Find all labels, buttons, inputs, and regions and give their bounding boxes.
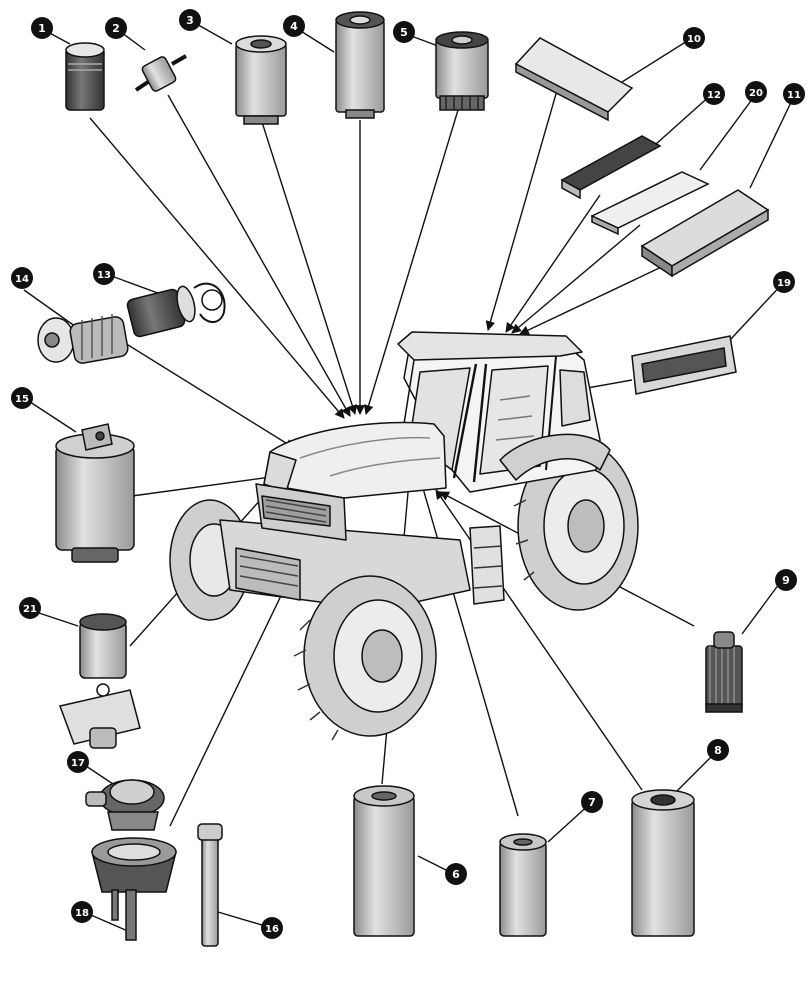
part-3-filter bbox=[235, 35, 287, 125]
callout-8: 8 bbox=[707, 739, 729, 761]
hood bbox=[263, 421, 447, 499]
callout-label: 6 bbox=[452, 868, 460, 881]
callout-14: 14 bbox=[11, 267, 33, 289]
part-18-housing bbox=[91, 837, 177, 941]
part-16-tube bbox=[197, 823, 223, 947]
callout-16: 16 bbox=[261, 917, 283, 939]
callout-label: 17 bbox=[71, 758, 85, 769]
leader-2 bbox=[167, 94, 351, 417]
callout-label: 10 bbox=[687, 34, 701, 45]
part-19-panel-filter bbox=[631, 335, 737, 395]
leader-3 bbox=[261, 121, 357, 415]
callout-11: 11 bbox=[783, 83, 805, 105]
part-21-canister bbox=[59, 613, 141, 749]
callout-label: 15 bbox=[15, 394, 29, 405]
callout-18: 18 bbox=[71, 901, 93, 923]
leader-10 bbox=[485, 79, 561, 331]
callout-2: 2 bbox=[105, 17, 127, 39]
part-8-filter bbox=[631, 789, 695, 937]
callout-1: 1 bbox=[31, 17, 53, 39]
rear-fender bbox=[499, 433, 611, 481]
part-2-inline-filter bbox=[134, 54, 187, 92]
callout-12: 12 bbox=[703, 83, 725, 105]
callout-6: 6 bbox=[445, 863, 467, 885]
callout-17: 17 bbox=[67, 751, 89, 773]
leader-14 bbox=[119, 339, 295, 449]
leader-5 bbox=[363, 109, 459, 415]
part-12-cabin-filter bbox=[560, 135, 662, 200]
callout-label: 1 bbox=[38, 22, 46, 35]
callout-label: 7 bbox=[588, 796, 596, 809]
callout-10: 10 bbox=[683, 27, 705, 49]
callout-label: 12 bbox=[707, 90, 721, 101]
callout-label: 4 bbox=[290, 20, 298, 33]
callout-label: 13 bbox=[97, 270, 111, 281]
part-10-panel-filter bbox=[514, 37, 634, 122]
leader-11 bbox=[519, 261, 673, 335]
callout-label: 3 bbox=[186, 14, 194, 27]
cab-steps bbox=[469, 525, 505, 605]
callout-5: 5 bbox=[393, 21, 415, 43]
callout-3: 3 bbox=[179, 9, 201, 31]
part-1-filter bbox=[65, 42, 105, 111]
part-17-cap bbox=[85, 779, 165, 831]
callout-label: 5 bbox=[400, 26, 408, 39]
tractor bbox=[169, 331, 639, 741]
callout-label: 8 bbox=[714, 744, 722, 757]
leader-20 bbox=[511, 224, 641, 334]
callout-label: 21 bbox=[23, 604, 37, 615]
callout-15: 15 bbox=[11, 387, 33, 409]
callout-label: 11 bbox=[787, 90, 801, 101]
leader-7 bbox=[417, 477, 519, 817]
part-15-filter-head bbox=[55, 423, 135, 563]
callout-label: 9 bbox=[782, 574, 790, 587]
leader-15 bbox=[131, 472, 279, 497]
callout-7: 7 bbox=[581, 791, 603, 813]
leader-12 bbox=[505, 194, 601, 333]
callout-21: 21 bbox=[19, 597, 41, 619]
callout-13: 13 bbox=[93, 263, 115, 285]
front-weights bbox=[235, 547, 301, 601]
callout-4: 4 bbox=[283, 15, 305, 37]
callout-label: 16 bbox=[265, 924, 279, 935]
part-13-cartridge bbox=[126, 282, 226, 338]
part-4-filter bbox=[335, 11, 385, 119]
part-5-filter bbox=[435, 31, 489, 111]
part-11-box-filter bbox=[640, 189, 770, 278]
part-6-filter bbox=[353, 785, 415, 937]
callout-label: 19 bbox=[777, 278, 791, 289]
rear-tire-right bbox=[513, 441, 639, 611]
part-14-air-intake bbox=[37, 314, 129, 364]
callout-19: 19 bbox=[773, 271, 795, 293]
callout-label: 2 bbox=[112, 22, 120, 35]
callout-badges: 1 2 3 4 5 6 7 8 9 10 11 12 13 14 15 16 1… bbox=[11, 9, 805, 939]
front-tire-right bbox=[293, 575, 437, 741]
part-9-pleated-filter bbox=[705, 631, 743, 713]
callout-9: 9 bbox=[775, 569, 797, 591]
part-7-filter bbox=[499, 833, 547, 937]
front-grille bbox=[255, 483, 347, 541]
callout-20: 20 bbox=[745, 81, 767, 103]
callout-label: 18 bbox=[75, 908, 89, 919]
part-20-flat-filter bbox=[590, 171, 710, 236]
leader-1 bbox=[89, 117, 345, 419]
callout-label: 20 bbox=[749, 88, 763, 99]
callout-label: 14 bbox=[15, 274, 29, 285]
